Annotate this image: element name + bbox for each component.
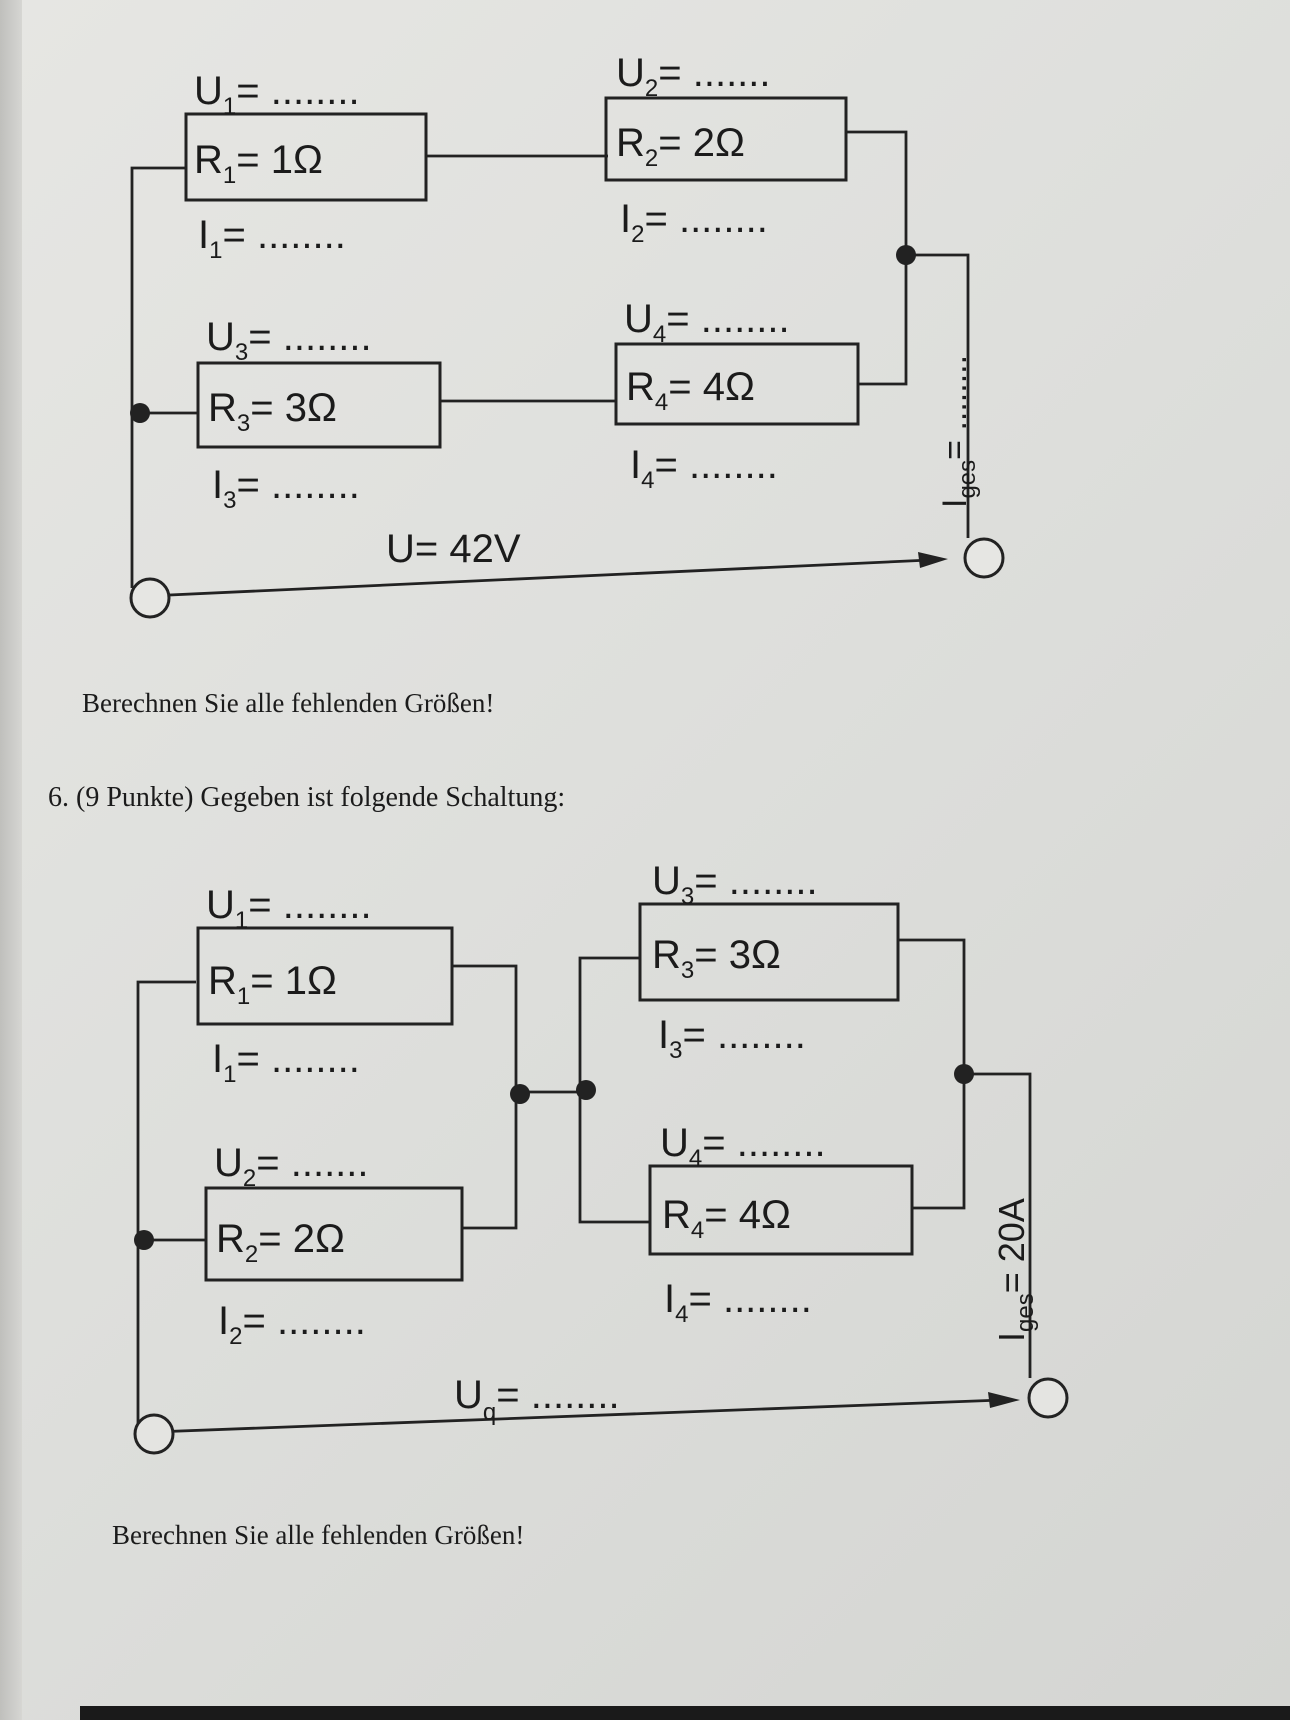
c2-u2-label: U2= .......: [214, 1141, 369, 1192]
c2-i4-label: I4= ........: [664, 1277, 812, 1328]
c2-wire-to-output: [964, 1072, 1032, 1378]
c2-r3-label: R3= 3Ω: [652, 933, 781, 984]
c2-u3-label: U3= ........: [652, 859, 818, 910]
c2-r4-label: R4= 4Ω: [662, 1193, 791, 1244]
c2-terminal-left: [133, 1413, 175, 1455]
c1-r2-resistor: [604, 96, 848, 182]
question-6-heading: 6. (9 Punkte) Gegeben ist folgende Schal…: [48, 782, 565, 813]
c2-source-voltage: Uq= ........: [454, 1373, 620, 1426]
c1-i4-label: I4= ........: [630, 443, 778, 494]
c1-r3-resistor: [196, 361, 442, 449]
c1-terminal-right: [963, 537, 1005, 579]
c1-i1-label: I1= ........: [198, 213, 346, 264]
c1-terminal-left: [129, 577, 171, 619]
c2-r3-resistor: [638, 902, 900, 1002]
c1-u1-label: U1= ........: [194, 69, 360, 120]
c1-i2-label: I2= ........: [620, 197, 768, 248]
c1-r1-resistor: [184, 112, 428, 202]
c2-u4-label: U4= ........: [660, 1121, 826, 1172]
c2-junction-right: [954, 1064, 974, 1084]
c2-i2-label: I2= ........: [218, 1299, 366, 1350]
c2-junction-mid-left: [510, 1084, 530, 1104]
c2-r1-resistor: [196, 926, 454, 1026]
c2-instruction: Berechnen Sie alle fehlenden Größen!: [112, 1520, 524, 1550]
c1-r3-label: R3= 3Ω: [208, 386, 337, 437]
c2-junction-mid-right: [576, 1080, 596, 1100]
c1-junction-right: [896, 245, 916, 265]
c2-total-current: Iges= 20A: [991, 1198, 1039, 1342]
c1-source-voltage: U= 42V: [386, 527, 521, 571]
c1-u4-label: U4= ........: [624, 297, 790, 348]
c1-r2-label: R2= 2Ω: [616, 121, 745, 172]
c2-junction-left: [134, 1230, 154, 1250]
c1-i3-label: I3= ........: [212, 463, 360, 514]
c2-r2-label: R2= 2Ω: [216, 1217, 345, 1268]
c2-wire-left-rail: [136, 980, 196, 1430]
circuit-2: U1= ........ R1= 1Ω I1= ........ U2= ...…: [133, 859, 1069, 1455]
c2-wire-bottom: [153, 1398, 1003, 1434]
circuit-1: U1= ........ R1= 1Ω I1= ........ U2= ...…: [129, 51, 1005, 619]
c2-r2-resistor: [204, 1186, 464, 1282]
c2-terminal-right: [1027, 1377, 1069, 1419]
c1-arrowhead: [918, 552, 948, 568]
c2-r4-resistor: [648, 1164, 914, 1256]
c1-wire-bottom: [147, 558, 931, 598]
c1-r4-label: R4= 4Ω: [626, 365, 755, 416]
c1-wire-left-rail: [130, 166, 185, 588]
c2-i3-label: I3= ........: [658, 1013, 806, 1064]
c1-total-current: Iges= ........: [936, 355, 981, 508]
c1-r1-label: R1= 1Ω: [194, 138, 323, 189]
c2-arrowhead: [988, 1392, 1020, 1408]
c1-r4-resistor: [614, 342, 860, 426]
c1-u3-label: U3= ........: [206, 315, 372, 366]
c1-instruction: Berechnen Sie alle fehlenden Größen!: [82, 688, 494, 718]
c2-i1-label: I1= ........: [212, 1037, 360, 1088]
c2-r1-label: R1= 1Ω: [208, 959, 337, 1010]
c1-u2-label: U2= .......: [616, 51, 771, 102]
c1-junction-left: [130, 403, 150, 423]
c1-wire-to-output: [906, 253, 970, 538]
c2-u1-label: U1= ........: [206, 883, 372, 934]
